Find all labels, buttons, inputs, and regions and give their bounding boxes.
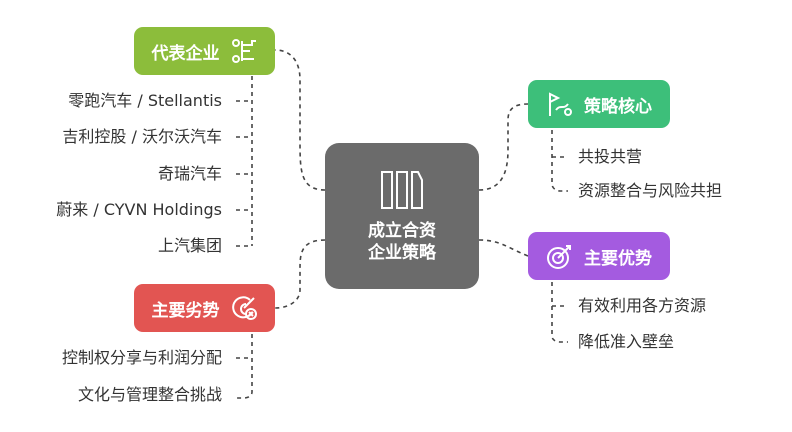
network-icon [231,39,256,63]
branch-representatives[interactable]: 代表企业 [134,27,275,75]
advantage-item-1: 有效利用各方资源 [578,296,707,315]
branch-advantages[interactable]: 主要优势 [528,232,670,280]
connector-center-disadvantages [274,239,326,309]
center-title-line2: 企业策略 [368,243,436,263]
bracket-strategy [551,130,568,192]
connector-center-representatives [274,49,326,191]
branch-advantages-title: 主要优势 [584,248,652,269]
advantage-item-2: 降低准入壁垒 [578,332,675,351]
target-icon [547,245,571,269]
rep-item-4: 蔚来 / CYVN Holdings [56,200,222,219]
bracket-disadvantages [236,334,253,399]
rep-item-2: 吉利控股 / 沃尔沃汽车 [62,127,222,146]
strategy-item-2: 资源整合与风险共担 [578,181,723,200]
target-miss-icon [231,296,257,320]
rep-item-5: 上汽集团 [157,236,222,255]
branch-disadvantages-title: 主要劣势 [151,300,220,321]
branch-strategy[interactable]: 策略核心 [528,80,670,128]
disadvantage-item-2: 文化与管理整合挑战 [77,385,222,404]
rep-item-1: 零跑汽车 / Stellantis [68,91,222,110]
rep-item-3: 奇瑞汽车 [157,164,222,183]
connector-center-strategy [478,103,529,191]
branch-representatives-title: 代表企业 [151,43,220,64]
branch-disadvantages[interactable]: 主要劣势 [134,284,275,332]
disadvantage-item-1: 控制权分享与利润分配 [61,348,222,367]
branch-strategy-title: 策略核心 [584,96,652,117]
pillars-icon [381,171,423,209]
center-title-line1: 成立合资 [368,221,436,241]
center-node[interactable]: 成立合资 企业策略 [325,143,479,289]
connector-center-advantages [478,239,529,257]
bracket-advantages [551,282,568,343]
strategy-item-1: 共投共营 [578,147,643,166]
route-icon [549,92,572,116]
